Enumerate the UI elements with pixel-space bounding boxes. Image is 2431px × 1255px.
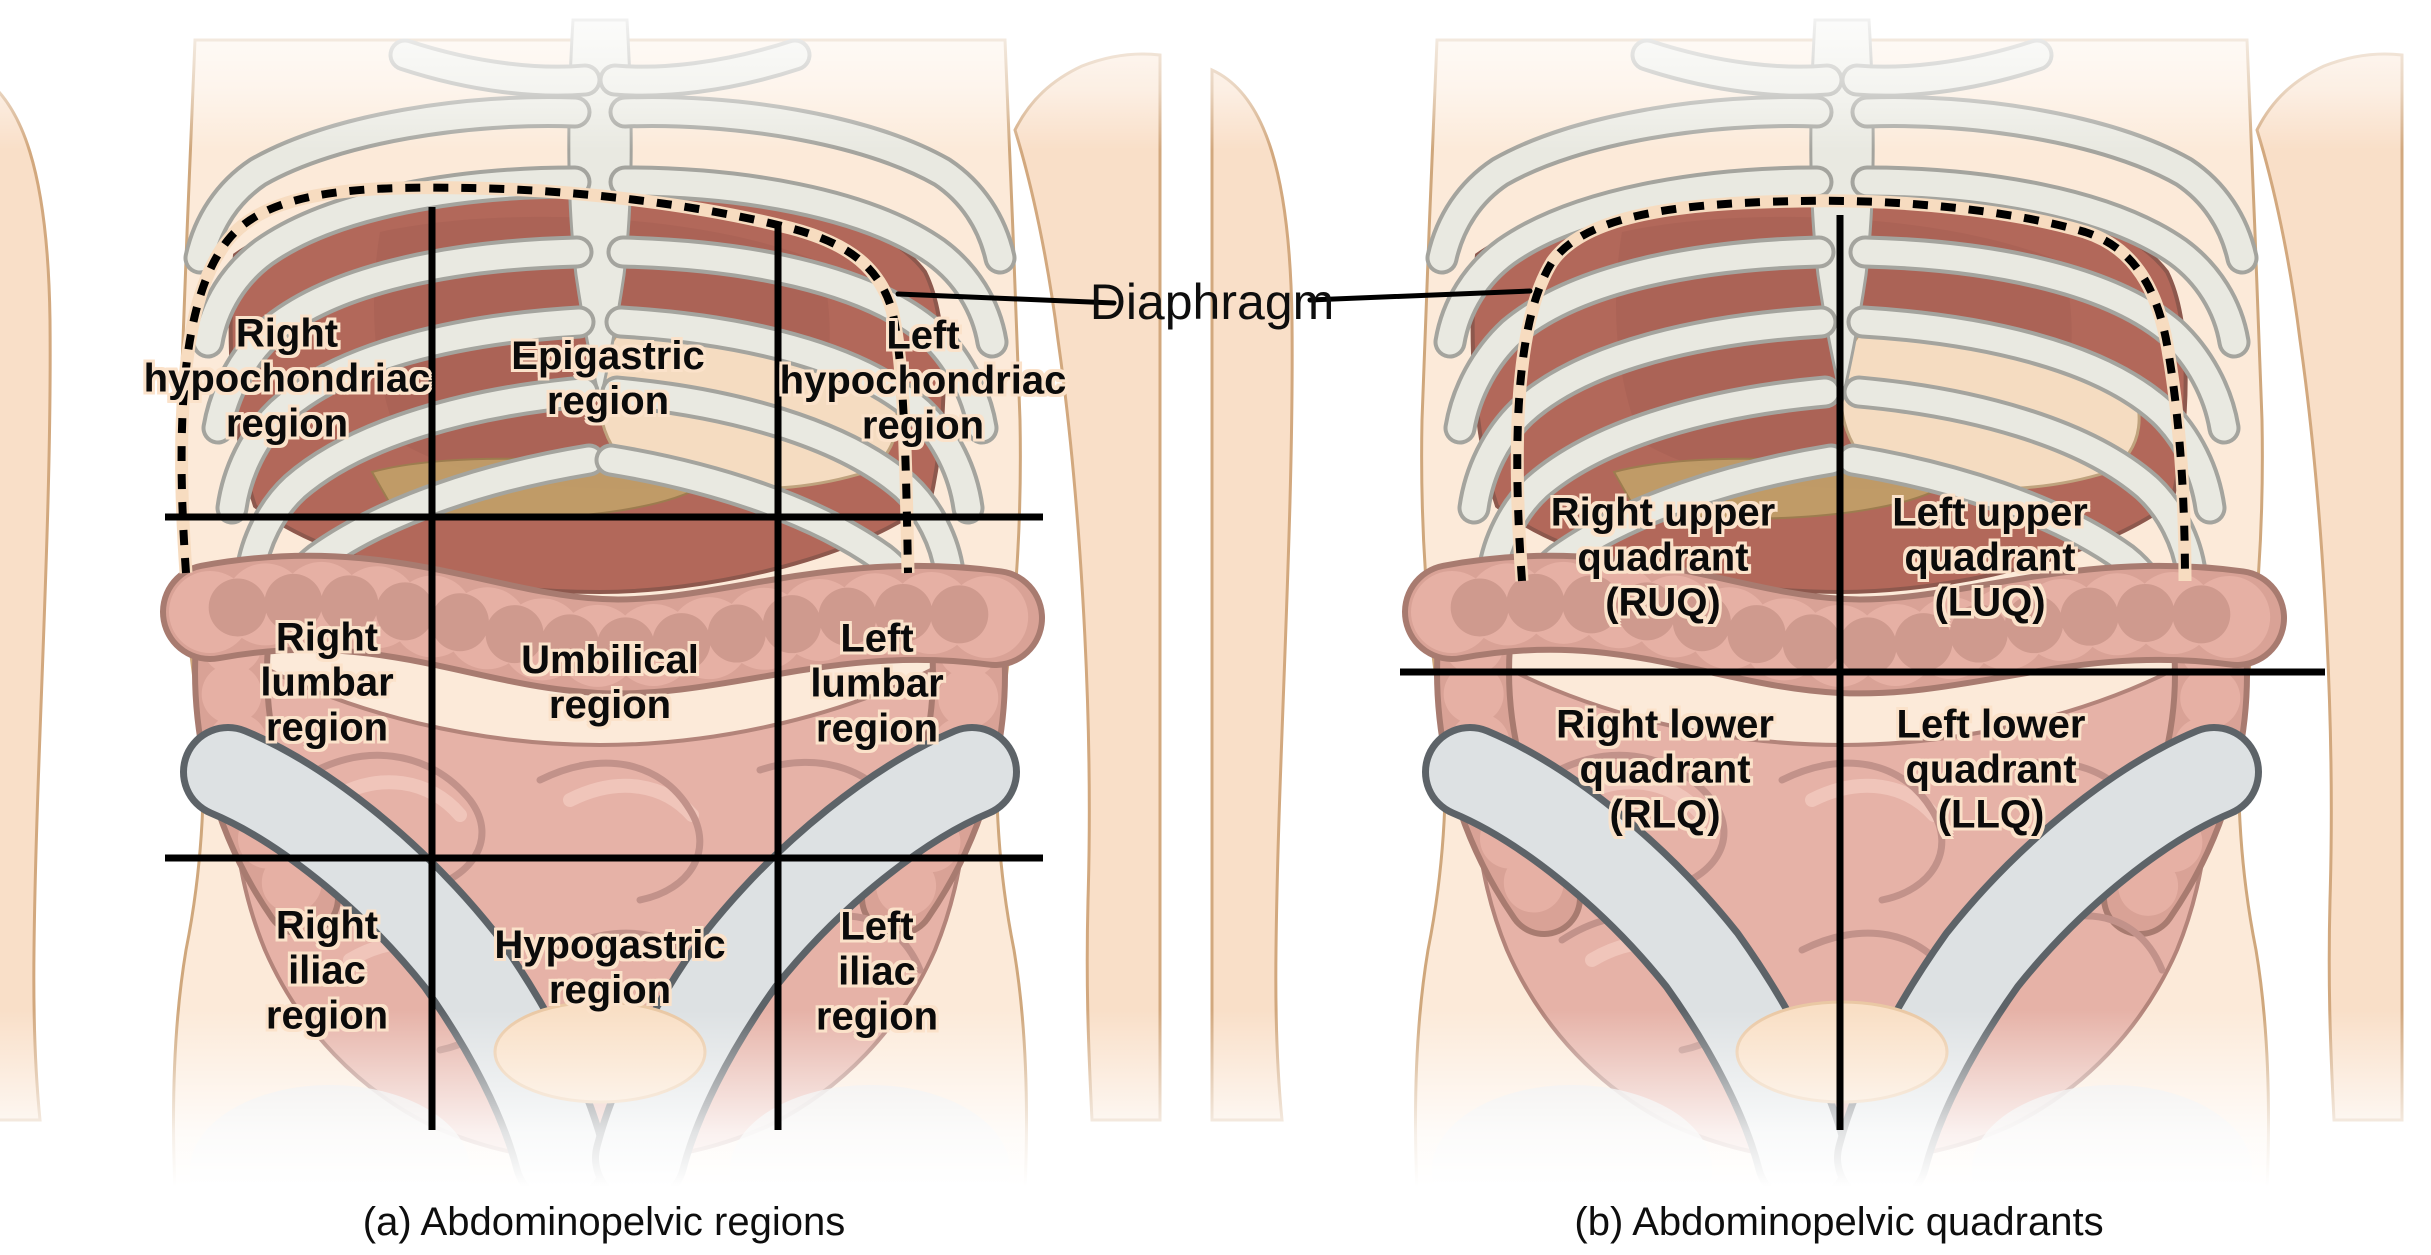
label-left-iliac-region: Left iliac region — [815, 904, 939, 1039]
label-umbilical-region: Umbilical region — [521, 638, 699, 727]
diaphragm-leader-left — [895, 291, 1117, 306]
panel-a-dashed-diaphragm — [175, 181, 915, 574]
panel-b-dashed-diaphragm — [1510, 194, 2192, 582]
caption-panel-a: (a) Abdominopelvic regions — [362, 1200, 846, 1244]
label-left-upper-quadrant: Left upper quadrant (LUQ) — [1892, 490, 2088, 625]
label-left-hypochondriac-region: Left hypochondriac region — [779, 313, 1067, 448]
label-right-lumbar-region: Right lumbar region — [260, 615, 394, 750]
label-right-hypochondriac-region: Right hypochondriac region — [143, 311, 431, 446]
label-hypogastric-region: Hypogastric region — [494, 923, 726, 1012]
label-left-lumbar-region: Left lumbar region — [810, 616, 944, 751]
diaphragm-leader-right — [1307, 288, 1533, 303]
panel-b-torso — [1202, 0, 2431, 1255]
diaphragm-label: Diaphragm — [1089, 274, 1335, 330]
panel-a-torso — [0, 0, 1190, 1255]
label-right-lower-quadrant: Right lower quadrant (RLQ) — [1556, 702, 1774, 837]
label-right-upper-quadrant: Right upper quadrant (RUQ) — [1550, 490, 1776, 625]
caption-panel-b: (b) Abdominopelvic quadrants — [1574, 1200, 2104, 1244]
label-epigastric-region: Epigastric region — [511, 334, 705, 423]
label-right-iliac-region: Right iliac region — [265, 903, 389, 1038]
label-left-lower-quadrant: Left lower quadrant (LLQ) — [1896, 702, 2086, 837]
